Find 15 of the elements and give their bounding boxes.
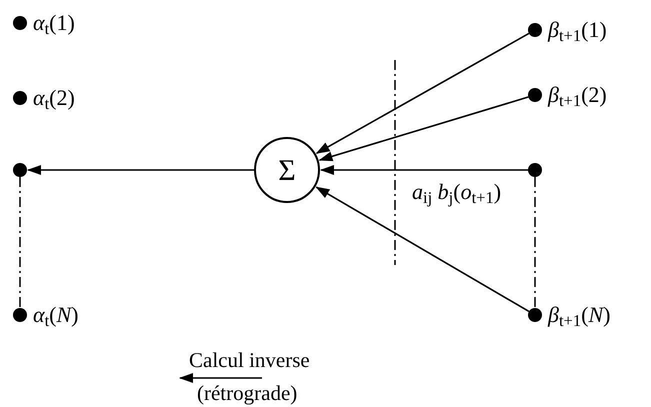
- point-label: α$_{t}$(2): [33, 87, 75, 109]
- direction-label: (rétrograde): [197, 383, 298, 404]
- point-label: β$_{t+1}$(N): [548, 304, 610, 326]
- point-label: β$_{t+1}$(1): [548, 19, 607, 41]
- point-label: α$_{t}$(1): [33, 12, 75, 34]
- dash-dot-line: [19, 177, 21, 307]
- arrow: [320, 165, 528, 175]
- dash-dot-line: [534, 177, 536, 307]
- point-label: α$_{t}$(N): [33, 304, 78, 326]
- arrow: [318, 96, 529, 162]
- arrow: [316, 32, 530, 154]
- arrow: [316, 186, 530, 312]
- arrow: [27, 165, 254, 175]
- point-label: β$_{t+1}$(2): [548, 84, 607, 106]
- direction-label: Calcul inverse: [189, 350, 310, 371]
